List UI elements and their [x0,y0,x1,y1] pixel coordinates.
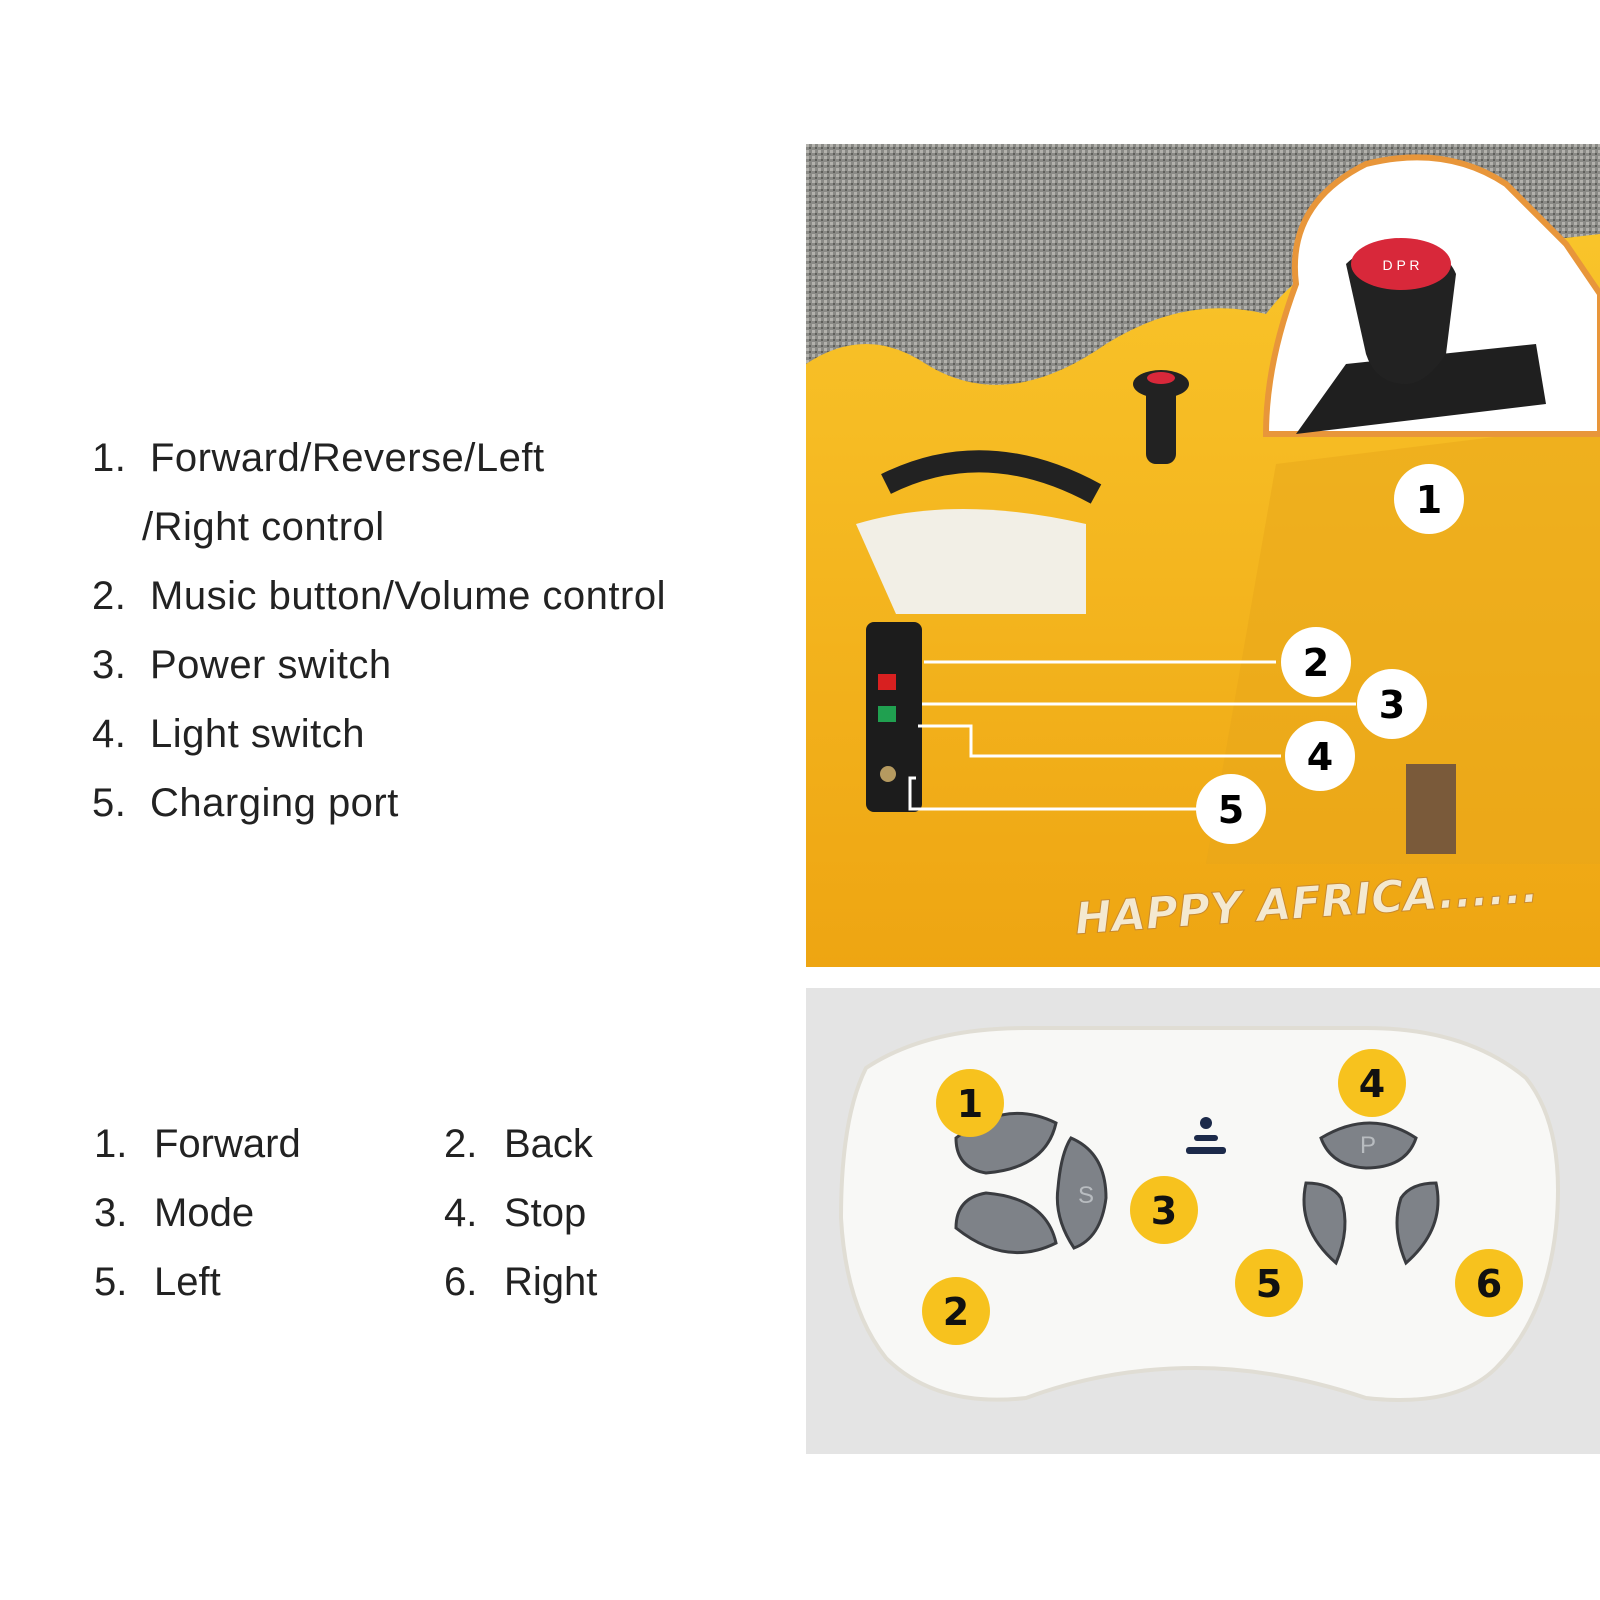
item-label: Right [504,1260,598,1304]
list-item: 5. Left [94,1248,444,1317]
svg-text:1: 1 [957,1082,983,1126]
item-label: Music button/Volume control [150,574,666,618]
item-label: Left [154,1260,221,1304]
mode-label: S [1078,1182,1094,1209]
callout-6: 6 [1455,1249,1523,1317]
item-number: 5. [94,1260,128,1304]
item-number: 2. [444,1122,478,1166]
svg-text:3: 3 [1151,1189,1177,1233]
light-switch [878,706,896,722]
remote-photo: S P 1 2 3 4 5 6 [806,988,1600,1454]
joystick-small [1146,384,1176,464]
item-number: 3. [92,643,127,687]
brand-logo-icon [1186,1117,1226,1154]
item-label: Forward [154,1122,301,1166]
knob-top [1351,238,1451,290]
decal-tree [1406,764,1456,854]
stop-button[interactable] [1319,1121,1418,1170]
item-number: 5. [92,781,127,825]
item-number: 3. [94,1191,128,1235]
item-number: 1. [94,1122,128,1166]
list-item: 2. Music button/Volume control [92,562,666,631]
callout-5: 5 [1235,1249,1303,1317]
list-item: 1. Forward [94,1110,444,1179]
power-switch [878,674,896,690]
charging-port [880,766,896,782]
mode-button[interactable] [1055,1136,1108,1250]
list-item: 4. Stop [444,1179,794,1248]
list-item: 2. Back [444,1110,794,1179]
item-label: Power switch [150,643,392,687]
svg-text:2: 2 [1303,641,1329,685]
list-item: 1. Forward/Reverse/Left [92,424,666,493]
callout-2: 2 [1281,627,1351,697]
svg-text:3: 3 [1379,683,1405,727]
callout-3: 3 [1130,1176,1198,1244]
item-label: /Right control [142,505,385,549]
seat-belt [881,450,1102,504]
callout-5: 5 [1196,774,1266,844]
callout-4: 4 [1338,1049,1406,1117]
list-item: 3. Power switch [92,631,666,700]
stop-label: P [1360,1132,1376,1159]
item-label: Charging port [150,781,399,825]
car-feature-list: 1. Forward/Reverse/Left /Right control 2.… [92,424,666,838]
callout-2: 2 [922,1277,990,1345]
list-item: 5. Charging port [92,769,666,838]
svg-text:6: 6 [1476,1262,1502,1306]
svg-text:4: 4 [1359,1062,1385,1106]
item-label: Light switch [150,712,365,756]
svg-text:2: 2 [943,1290,969,1334]
item-number: 2. [92,574,127,618]
item-label: Stop [504,1191,587,1235]
item-label: Back [504,1122,593,1166]
svg-text:4: 4 [1307,735,1333,779]
list-item: 4. Light switch [92,700,666,769]
list-item: 6. Right [444,1248,794,1317]
callout-3: 3 [1357,669,1427,739]
remote-feature-list: 1. Forward 2. Back 3. Mode 4. Stop 5. Left 6.… [94,1110,794,1317]
item-number: 6. [444,1260,478,1304]
car-photo: HAPPY AFRICA...... D P R 1 2 3 4 5 [806,144,1600,967]
item-number: 4. [92,712,127,756]
item-label: Forward/Reverse/Left [150,436,545,480]
knob-letters: D P R [1382,257,1419,273]
callout-lines [908,660,1356,811]
list-item: 3. Mode [94,1179,444,1248]
seat [856,509,1086,614]
svg-text:5: 5 [1256,1262,1282,1306]
back-button[interactable] [954,1191,1058,1255]
left-button[interactable] [1302,1181,1347,1266]
svg-text:1: 1 [1416,478,1442,522]
callout-1: 1 [1394,464,1464,534]
item-number: 1. [92,436,127,480]
callout-4: 4 [1285,721,1355,791]
callout-1: 1 [936,1069,1004,1137]
svg-text:5: 5 [1218,788,1244,832]
right-button[interactable] [1395,1181,1440,1266]
list-item-continuation: /Right control [92,493,666,562]
item-label: Mode [154,1191,255,1235]
item-number: 4. [444,1191,478,1235]
